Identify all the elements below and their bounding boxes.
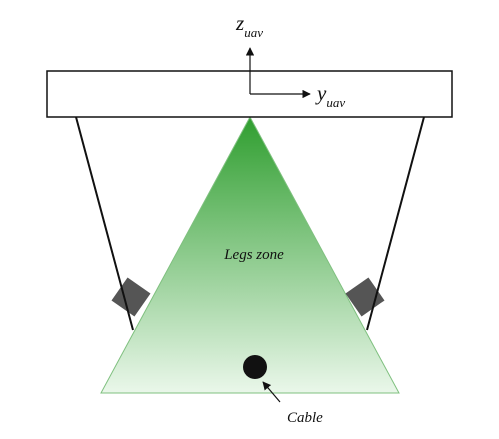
y-axis-symbol: y	[315, 81, 327, 105]
legs-zone-label: Legs zone	[223, 247, 284, 263]
y-axis-subscript: uav	[326, 95, 345, 110]
z-axis-label: zuav	[235, 11, 263, 40]
legs-zone-triangle	[100, 115, 400, 394]
left-foot	[111, 277, 151, 317]
z-axis-symbol: z	[235, 11, 244, 35]
cable-label: Cable	[287, 410, 323, 426]
cable-circle	[243, 355, 267, 379]
y-axis-label: yuav	[315, 81, 345, 110]
right-foot	[345, 277, 385, 317]
cable-pointer-arrow	[262, 381, 281, 403]
z-axis-subscript: uav	[244, 25, 263, 40]
left-leg	[75, 116, 134, 331]
right-leg	[366, 116, 425, 331]
